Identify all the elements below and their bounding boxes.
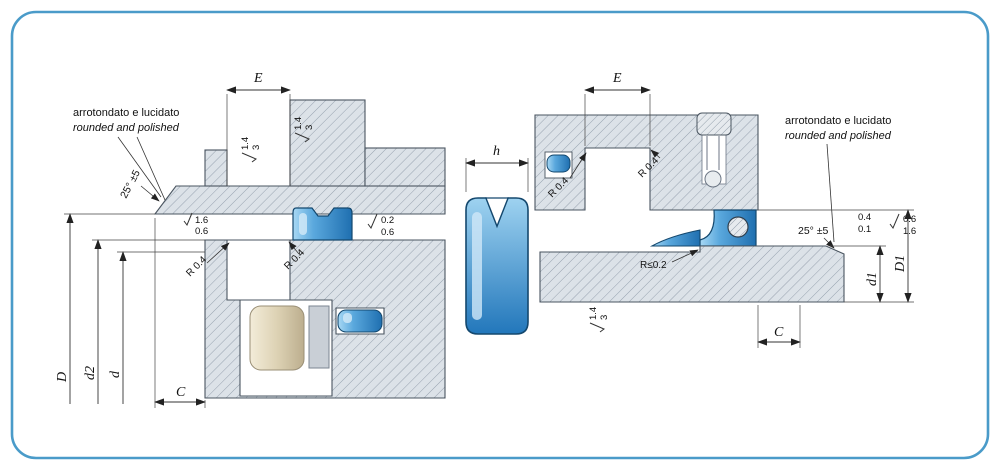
note-leader-line [826, 143, 835, 243]
piston-groove-section [204, 239, 446, 399]
dimension-d1-label: d1 [865, 272, 880, 286]
surface-finish-icon [367, 213, 378, 229]
dimension-C-label: C [774, 325, 784, 340]
garter-spring-section [727, 216, 749, 238]
surface-finish-mark: 1.6 0.6 [183, 212, 208, 237]
right-note-italian: arrotondato e lucidato [785, 115, 891, 127]
rod-section [539, 245, 845, 303]
surface-finish-value: 0.6 [381, 227, 394, 238]
surface-finish-value: 3 [599, 315, 610, 320]
surface-finish-value: 3 [304, 125, 315, 130]
surface-finish-value: 1.6 [195, 215, 208, 226]
seal-lip-on-rod [649, 229, 701, 247]
radius-leader [206, 242, 230, 264]
bearing-roller [249, 305, 305, 371]
seal-highlight [299, 213, 307, 235]
dimension-D1-label: D1 [893, 255, 908, 273]
note-leader-line [136, 136, 166, 201]
surface-finish-icon [889, 213, 900, 229]
surface-finish-mark: 0.4 0.1 [858, 212, 871, 235]
radius-leader [650, 149, 661, 159]
surface-finish-value: 0.6 [903, 214, 916, 225]
surface-finish-value: 0.6 [195, 226, 208, 237]
dimension-d-label: d [108, 370, 123, 378]
bearing-cage [308, 305, 330, 369]
right-chamfer-angle-label: 25° ±5 [798, 225, 829, 237]
note-leader-line [117, 136, 162, 198]
surface-finish-value: 1.6 [903, 226, 916, 237]
surface-finish-value: 3 [251, 145, 262, 150]
seal-profile-drawing: h [465, 144, 529, 335]
surface-finish-icon [241, 152, 257, 163]
left-note-english: rounded and polished [73, 122, 180, 134]
surface-finish-icon [294, 132, 310, 143]
surface-finish-value: 1.4 [293, 117, 304, 130]
angle-leader-line [140, 185, 160, 202]
pin-ball [704, 170, 722, 188]
dimension-D-label: D [55, 372, 70, 383]
dimension-h-label: h [493, 144, 500, 159]
right-drawing: E R 0.4 R 0.4 R≤0.2 arrotondato e lucida… [534, 71, 916, 348]
surface-finish-value: 0.4 [858, 212, 871, 223]
surface-finish-value: 0.2 [381, 215, 394, 226]
right-note-english: rounded and polished [785, 130, 892, 142]
left-note-italian: arrotondato e lucidato [73, 107, 179, 119]
surface-finish-value: 1.4 [588, 307, 599, 320]
seal-lip-notch [485, 197, 509, 228]
surface-finish-value: 0.1 [858, 224, 871, 235]
surface-finish-mark: 1.4 3 [293, 117, 315, 143]
surface-finish-mark: 1.4 3 [240, 137, 262, 163]
seal-section-installed [292, 207, 353, 241]
radius-leader [569, 152, 587, 179]
seal-profile-highlight [472, 212, 482, 320]
dimension-E-label: E [253, 71, 263, 86]
housing-block-step [364, 147, 446, 187]
surface-finish-icon [183, 212, 193, 226]
surface-finish-mark: 0.2 0.6 [367, 213, 394, 238]
secondary-ring-highlight [343, 313, 352, 323]
left-drawing: arrotondato e lucidato rounded and polis… [55, 71, 446, 408]
radius-leader [288, 241, 300, 255]
surface-finish-value: 1.4 [240, 137, 251, 150]
radius-label: R≤0.2 [640, 260, 667, 271]
dimension-C-label: C [176, 385, 186, 400]
oring-seal [546, 154, 571, 173]
surface-finish-mark: 1.4 3 [588, 307, 610, 333]
dimension-E-label: E [612, 71, 622, 86]
surface-finish-icon [589, 322, 605, 333]
dimension-d2-label: d2 [83, 366, 98, 380]
radius-leader [671, 249, 699, 263]
housing-tongue [204, 149, 228, 187]
housing-block-tall [289, 99, 366, 187]
pin-head [696, 112, 732, 136]
